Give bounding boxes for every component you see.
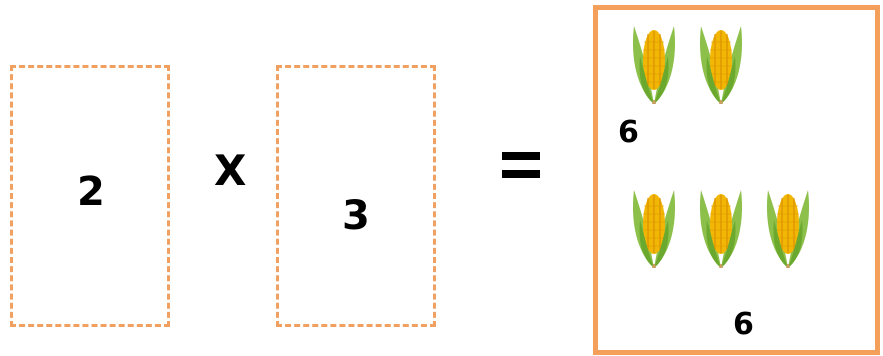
right-operand: 3 — [342, 196, 370, 236]
corn-cob-icon — [695, 20, 747, 106]
corn-cob-icon — [762, 184, 814, 270]
multiply-sign: X — [214, 150, 246, 192]
corn-cob-icon — [628, 184, 680, 270]
row1-count-label: 6 — [618, 118, 639, 148]
left-operand: 2 — [77, 172, 105, 212]
row2-count-label: 6 — [733, 310, 754, 340]
corn-cob-icon — [695, 184, 747, 270]
equals-icon — [502, 152, 540, 178]
corn-cob-icon — [628, 20, 680, 106]
